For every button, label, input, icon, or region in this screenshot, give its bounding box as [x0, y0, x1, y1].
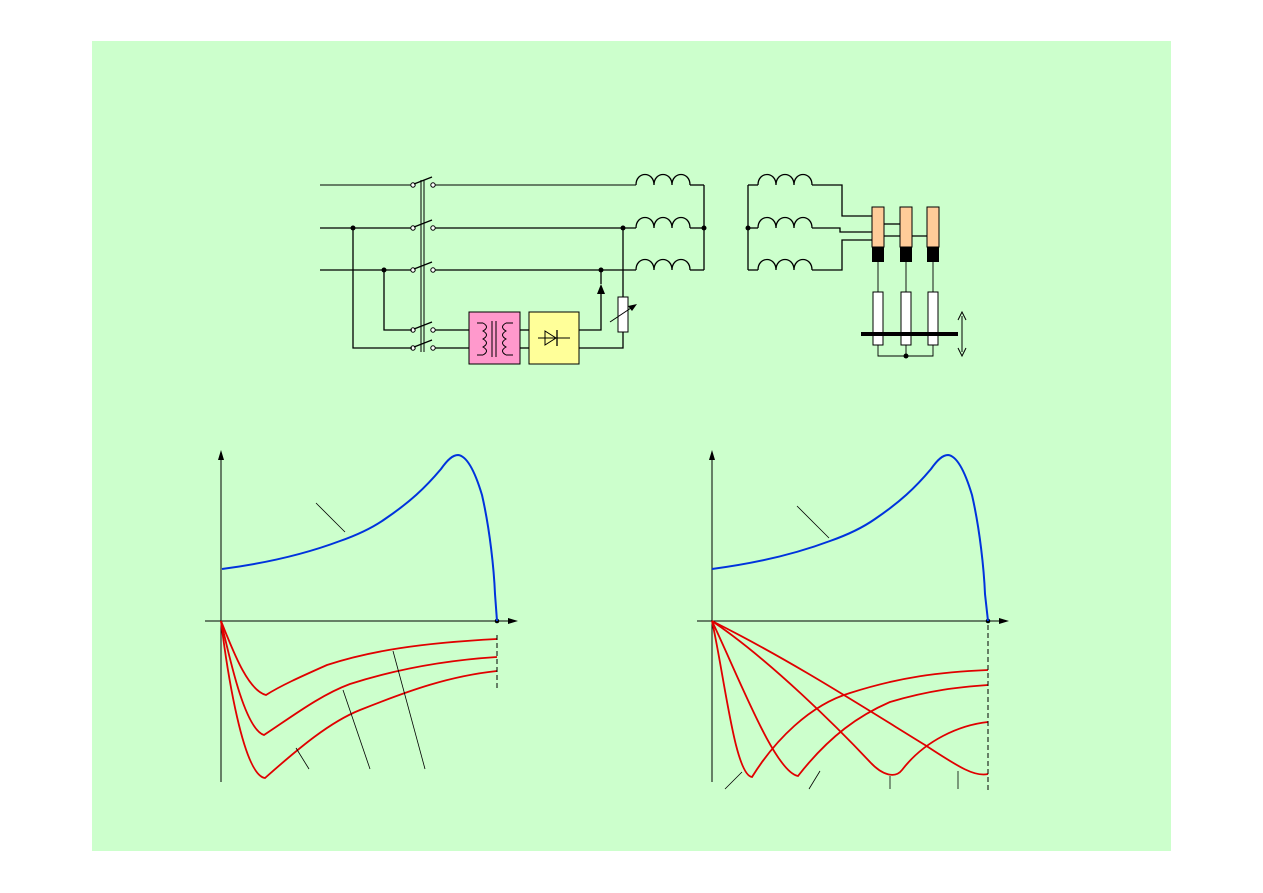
rotor-circuit — [745, 173, 967, 359]
resistor-icon — [872, 291, 939, 346]
graph-right — [697, 450, 1009, 792]
torque-leader — [315, 502, 346, 533]
current-curve-2 — [220, 620, 498, 736]
x-axis-arrow-icon — [508, 618, 518, 624]
rotor-winding-icon — [745, 173, 813, 271]
current-curve-3 — [711, 620, 989, 776]
curve-leader-3 — [392, 650, 426, 770]
torque-leader — [796, 505, 830, 539]
current-curve-1 — [220, 620, 498, 696]
curve-leader-2 — [342, 689, 371, 770]
slide-background — [92, 41, 1171, 851]
three-phase-switch-icon — [410, 176, 436, 352]
variable-resistor-icon — [609, 225, 637, 333]
y-axis-arrow-icon — [709, 450, 715, 460]
stator-circuit — [320, 173, 707, 365]
diagram-canvas — [92, 41, 1171, 851]
dc-output-plus — [579, 290, 602, 331]
current-curve-3 — [220, 620, 498, 779]
aux-feed-b — [383, 270, 412, 331]
curve-leader-1 — [724, 771, 743, 790]
tap-arrow-icon — [597, 284, 605, 294]
x-axis-arrow-icon — [999, 618, 1009, 624]
slide-panel — [92, 41, 1171, 851]
current-curve-4 — [711, 620, 989, 776]
movement-arrow-icon — [957, 310, 967, 358]
torque-curve — [221, 453, 498, 622]
diode-rectifier-icon — [528, 311, 580, 365]
aux-feed-a — [352, 228, 412, 349]
slip-ring-brush-icon — [871, 206, 940, 262]
curve-leader-1 — [295, 747, 310, 770]
graph-left — [205, 450, 518, 782]
current-curve-1 — [711, 620, 989, 778]
torque-curve — [711, 453, 989, 622]
transformer-icon — [468, 311, 521, 365]
stator-winding-icon — [635, 173, 707, 271]
curve-leader-2 — [808, 770, 821, 790]
y-axis-arrow-icon — [218, 450, 224, 460]
current-curve-2 — [711, 620, 989, 777]
